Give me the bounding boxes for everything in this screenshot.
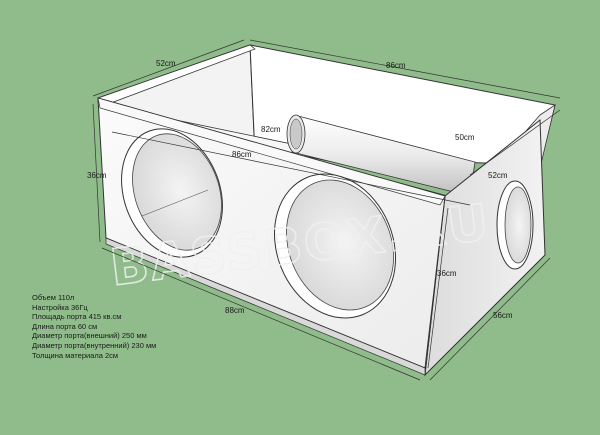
dim-port-length: 50cm xyxy=(455,133,475,142)
dim-right-depth: 52cm xyxy=(488,171,508,180)
speaker-cutout-left xyxy=(121,128,223,258)
spec-port-inner-diameter: Диаметр порта(внутренний) 230 мм xyxy=(32,340,157,350)
spec-port-outer-diameter: Диаметр порта(внешний) 250 мм xyxy=(32,331,147,341)
dimension-lines xyxy=(92,39,561,381)
spec-port-area: Площадь порта 415 кв.см xyxy=(32,312,122,322)
spec-port-length: Длина порта 60 см xyxy=(32,321,98,331)
dim-top-depth: 52cm xyxy=(156,59,176,68)
bottom-edge xyxy=(105,237,426,376)
front-baffle-top-edge xyxy=(97,97,446,206)
dim-side-height: 36cm xyxy=(437,269,457,278)
dim-front-height: 36cm xyxy=(87,171,107,180)
speaker-cutout-right xyxy=(273,173,397,319)
spec-volume: Объем 110л xyxy=(32,293,75,302)
dim-inner-partition: 86cm xyxy=(232,150,252,159)
dim-bottom-depth: 56cm xyxy=(493,311,513,320)
side-port-opening xyxy=(496,180,534,270)
specs-list: Объем 110л Настройка 36Гц Площадь порта … xyxy=(32,293,156,360)
spec-tuning: Настройка 36Гц xyxy=(32,302,88,312)
spec-material-thickness: Толщина материала 2см xyxy=(32,350,119,360)
dim-bottom-width: 88cm xyxy=(225,306,245,315)
dim-top-width: 86cm xyxy=(386,61,406,70)
dim-inner-width: 82cm xyxy=(261,125,281,134)
